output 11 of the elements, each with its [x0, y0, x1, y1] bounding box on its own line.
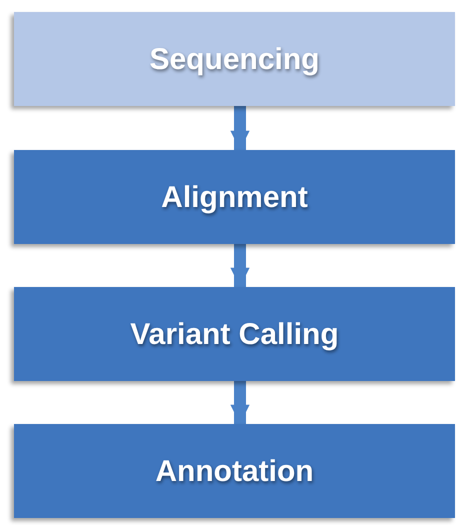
- step-label: Variant Calling: [130, 316, 339, 352]
- step-label: Sequencing: [149, 42, 320, 78]
- block-arrow: [230, 244, 250, 287]
- step-label: Annotation: [155, 454, 314, 490]
- process-box: [14, 424, 455, 518]
- process-box: [14, 12, 455, 106]
- block-arrow: [230, 381, 250, 424]
- process-box: [14, 287, 455, 381]
- process-box: [14, 150, 455, 244]
- step-label: Alignment: [161, 180, 308, 216]
- block-arrow: [230, 106, 250, 150]
